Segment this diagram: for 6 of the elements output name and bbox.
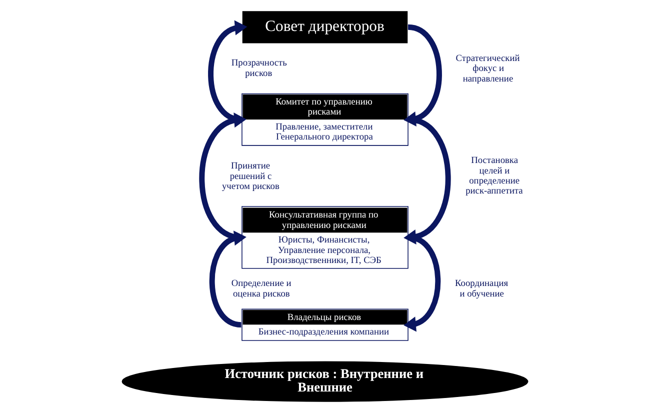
edge-label: Определение и оценка рисков (230, 279, 291, 300)
edge-label: Прозрачность рисков (230, 58, 286, 79)
edge-label: Принятие решений с учетом рисков (222, 162, 279, 192)
edge-label: Координация и обучение (454, 279, 508, 300)
edge-label: Стратегический фокус и направление (455, 54, 520, 84)
edge-label: Постановка целей и определение риск-аппетита (465, 156, 522, 197)
